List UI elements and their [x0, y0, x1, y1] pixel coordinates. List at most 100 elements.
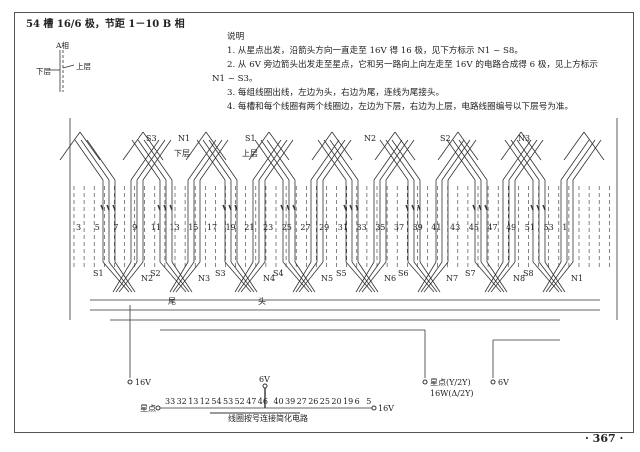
lower-layer-label: 下层: [174, 149, 190, 158]
simplified-tap-label: 6V: [259, 375, 270, 384]
simplified-coil-number: 53: [223, 397, 233, 406]
arrow: [478, 204, 482, 211]
pole-label-n: N5: [321, 274, 333, 283]
coil-top: [187, 139, 217, 181]
legend-pointer: [62, 64, 75, 69]
simplified-16v-terminal: [371, 405, 377, 411]
slot-number: 5: [95, 223, 100, 232]
arrow: [472, 204, 476, 211]
slot-number: 49: [506, 223, 516, 232]
head-label: 头: [258, 296, 266, 306]
coil-top: [317, 139, 347, 181]
simplified-start-label: 星点: [140, 404, 156, 413]
arrow: [169, 204, 173, 211]
coil-end: [237, 261, 260, 293]
pole-label-n: N8: [513, 274, 525, 283]
coil-top: [196, 139, 226, 181]
simplified-coil-number: 27: [297, 397, 307, 406]
coil-top: [566, 139, 596, 181]
simplified-coil-number: 39: [285, 397, 295, 406]
pole-label-s: S5: [336, 269, 347, 278]
slot-number: 21: [244, 223, 254, 232]
coil-top: [130, 139, 160, 181]
arrow: [222, 204, 226, 211]
top-zigzag: [457, 131, 479, 161]
slot-number: 17: [207, 223, 217, 232]
arrow: [112, 204, 116, 211]
simplified-coil-number: 52: [235, 397, 245, 406]
arrow: [405, 204, 409, 211]
terminal-6v-label: 6V: [498, 378, 509, 387]
arrow: [228, 204, 232, 211]
pole-label-s: S8: [523, 269, 534, 278]
pole-label-n: N4: [263, 274, 275, 283]
pole-label-n: N6: [384, 274, 396, 283]
coil-end: [423, 261, 449, 293]
arrow: [542, 204, 546, 211]
slot-number: 43: [450, 223, 460, 232]
coil-top: [329, 139, 359, 181]
coil-end: [282, 261, 310, 293]
arrow: [106, 204, 110, 211]
top-zigzag: [394, 131, 416, 161]
simplified-end-label: 16V: [378, 404, 394, 413]
arrow: [292, 204, 296, 211]
top-zigzag: [437, 131, 459, 161]
top-zigzag: [205, 131, 227, 161]
coil-end: [545, 261, 568, 293]
coil-top: [510, 139, 540, 181]
coil-end: [361, 261, 387, 293]
top-zigzag: [59, 131, 81, 161]
slot-number: 13: [170, 223, 180, 232]
simplified-coil-number: 26: [308, 397, 318, 406]
coil-end: [234, 261, 254, 293]
coil-top: [202, 139, 232, 181]
coil-top: [323, 139, 353, 181]
coil-end: [115, 261, 138, 293]
upper-layer-label: 上层: [242, 149, 258, 158]
coil-top: [258, 139, 288, 181]
pole-label-s: S7: [465, 269, 476, 278]
pole-label-s: S1: [93, 269, 104, 278]
coil-top: [572, 139, 602, 181]
coil-end: [102, 261, 130, 293]
slot-number: 33: [357, 223, 367, 232]
arrow: [163, 204, 167, 211]
coil-end: [357, 261, 379, 293]
coil-end: [288, 261, 313, 293]
coil-top: [504, 139, 534, 181]
terminal-16w-label: 16W(Δ/2Y): [430, 389, 474, 398]
coil-top: [316, 139, 346, 181]
coil-top: [137, 139, 167, 181]
simplified-coil-number: 6: [355, 397, 360, 406]
pole-label-s: S6: [398, 269, 409, 278]
top-zigzag: [500, 131, 522, 161]
slot-number: 3: [76, 223, 81, 232]
top-zigzag: [563, 131, 585, 161]
coil-end: [486, 261, 508, 293]
coil-end: [236, 261, 258, 293]
coil-top: [264, 139, 294, 181]
legend-lower: 下层: [36, 67, 51, 76]
top-zigzag: [248, 131, 270, 161]
coil-top: [447, 139, 477, 181]
arrow: [355, 204, 359, 211]
coil-end: [487, 261, 510, 293]
coil-end: [490, 261, 516, 293]
coil-top: [452, 139, 482, 181]
coil-top: [322, 139, 352, 181]
slot-number: 1: [562, 223, 567, 232]
coil-end: [108, 261, 133, 293]
arrow: [100, 204, 104, 211]
top-zigzag: [268, 131, 290, 161]
arrow: [280, 204, 284, 211]
coil-top: [254, 139, 284, 181]
pole-label-n: N1: [571, 274, 583, 283]
arrow: [349, 204, 353, 211]
coil-top: [391, 139, 421, 181]
coil-end: [159, 261, 187, 293]
coil-top: [560, 139, 590, 181]
slot-number: 27: [300, 223, 310, 232]
coil-top: [142, 139, 172, 181]
